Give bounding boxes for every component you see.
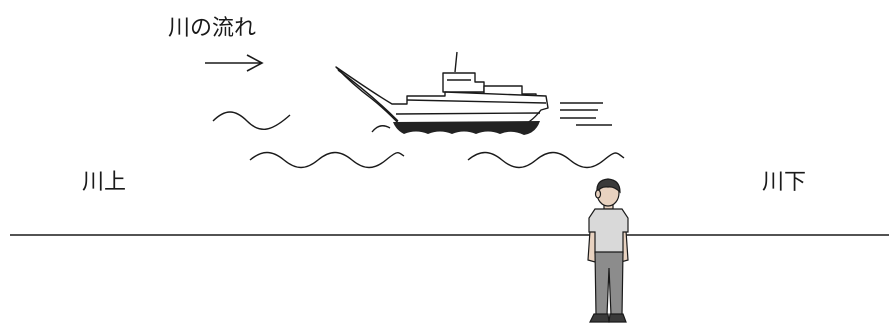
wake-lines (560, 103, 612, 125)
right-arrow-icon (205, 55, 262, 71)
water-wave (250, 153, 404, 168)
upstream-label: 川上 (82, 172, 126, 194)
person-icon (588, 179, 628, 322)
downstream-label: 川下 (762, 172, 806, 194)
boat-icon (336, 52, 548, 135)
river-flow-label: 川の流れ (168, 18, 256, 40)
water-wave (213, 112, 290, 129)
water-wave (468, 153, 624, 168)
